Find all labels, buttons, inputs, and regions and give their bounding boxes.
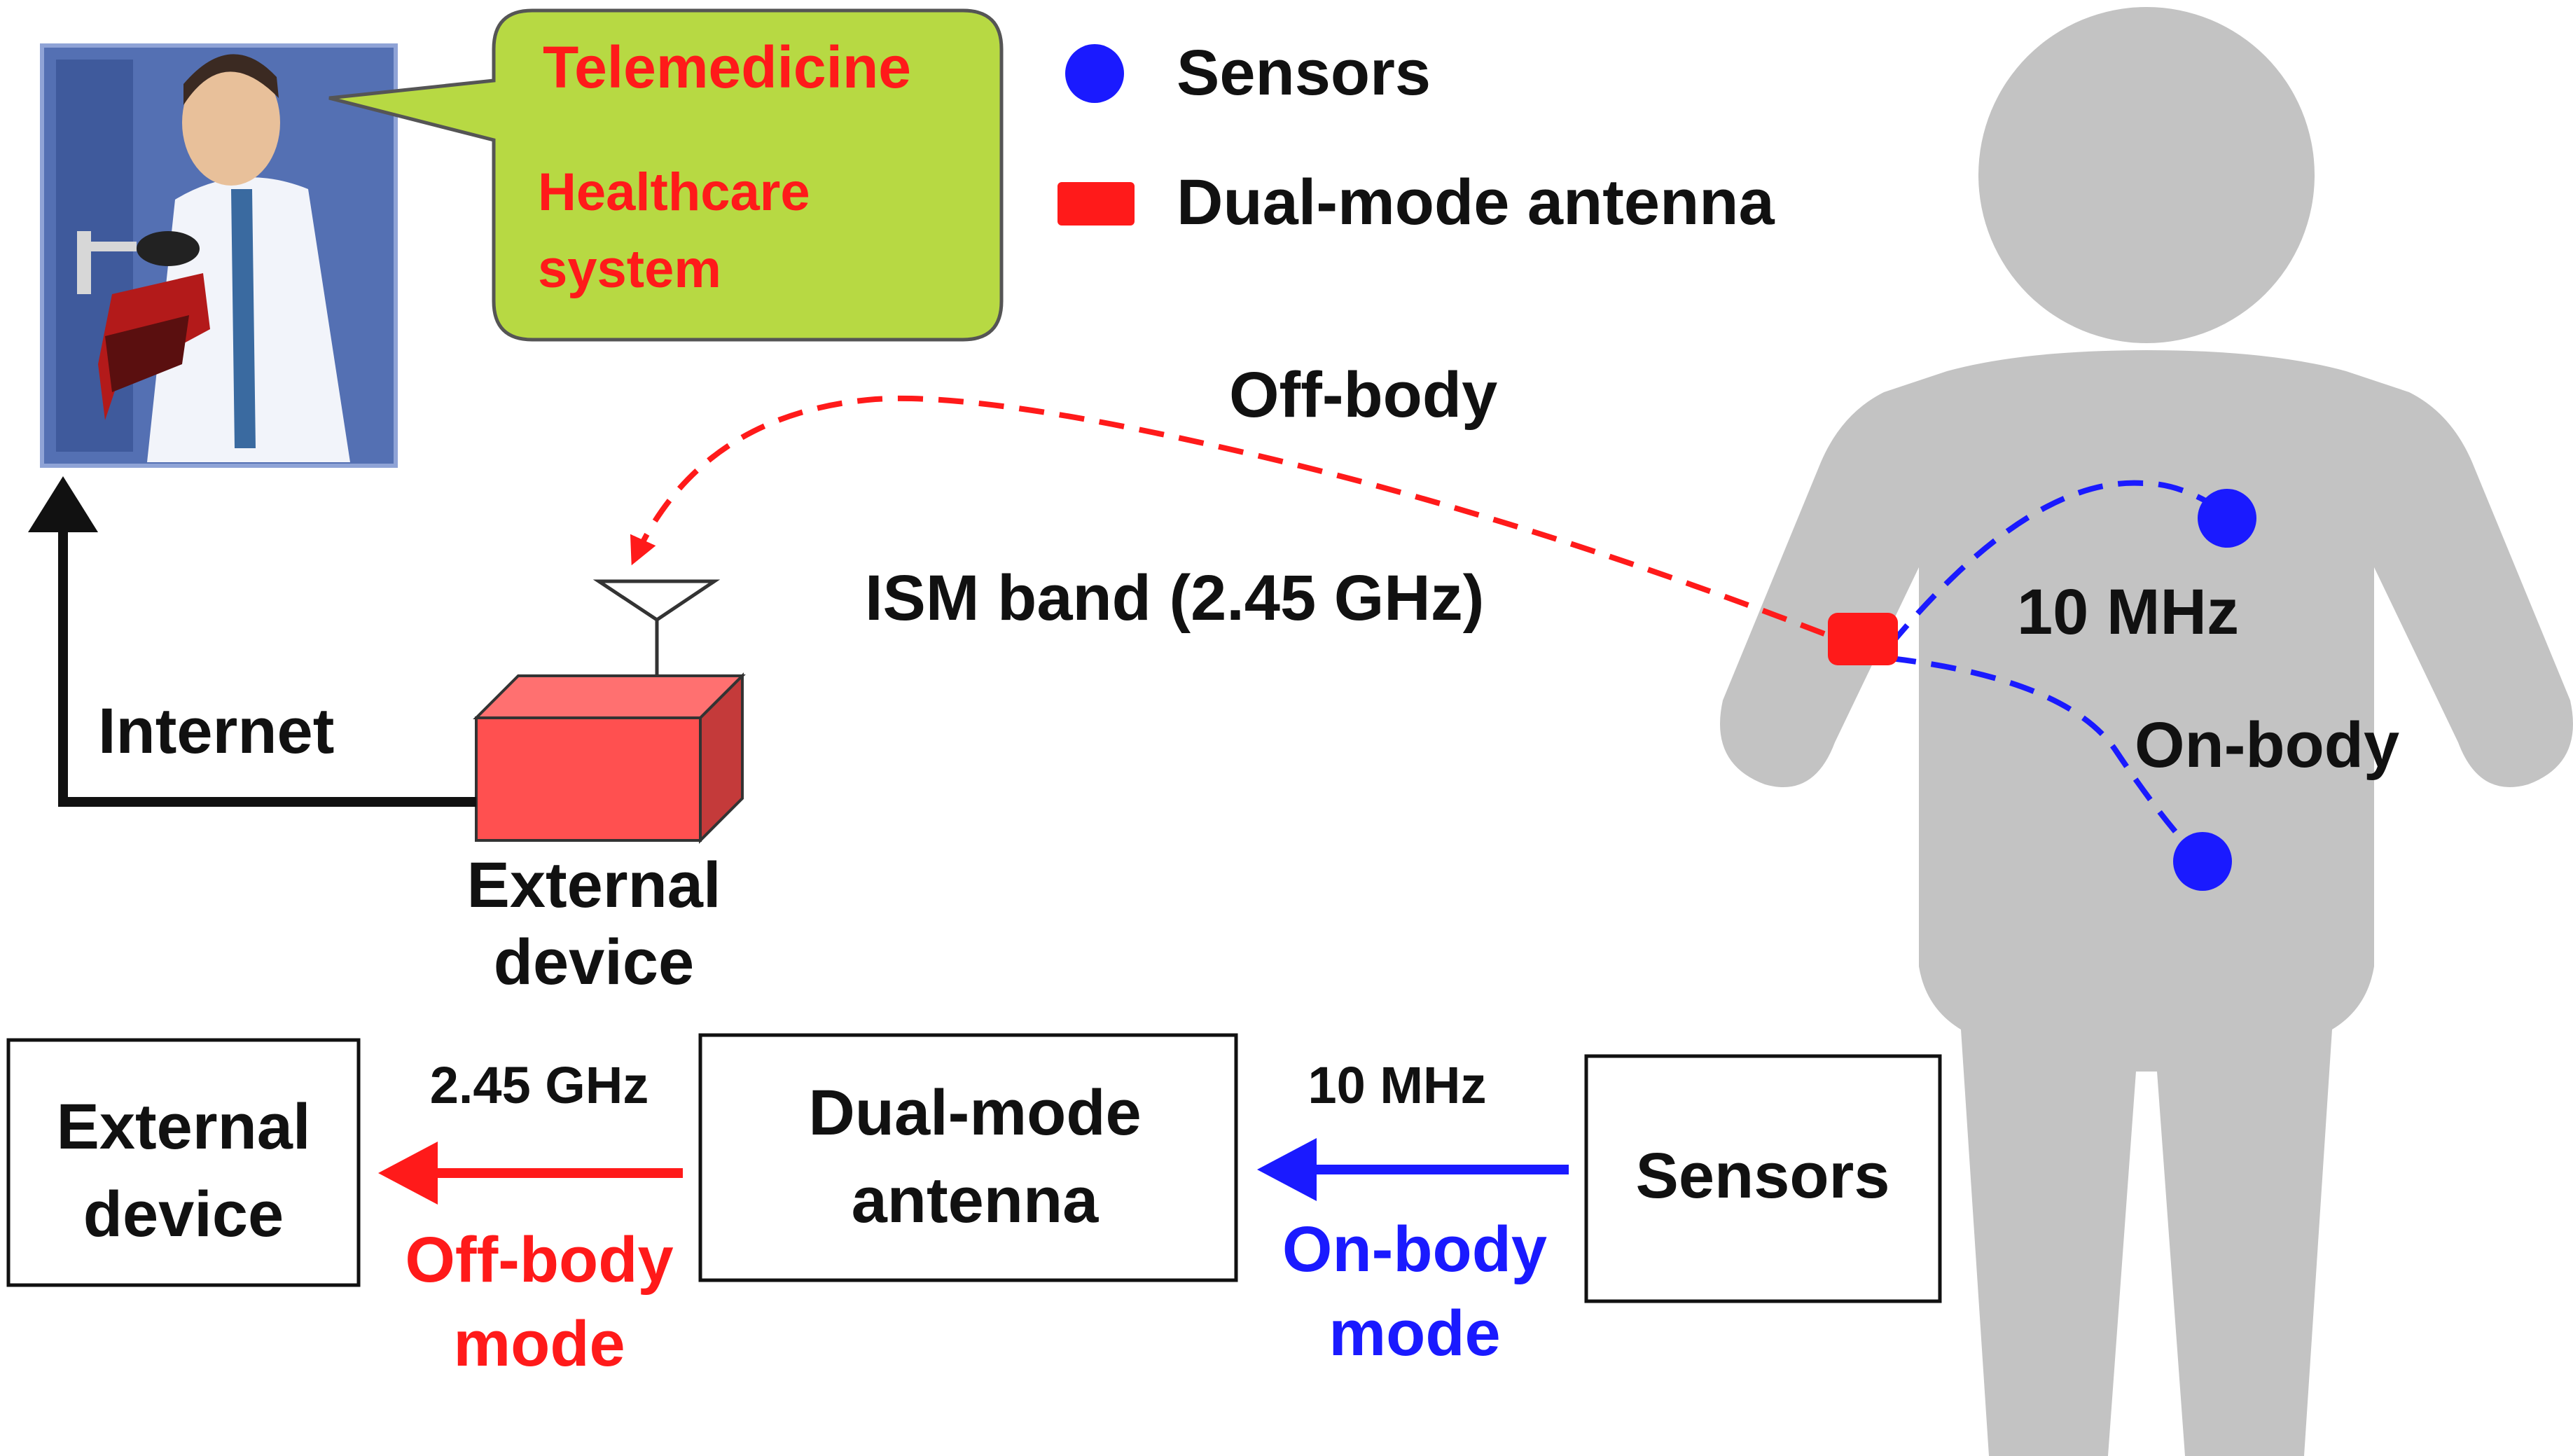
flow-sensors-label: Sensors [1635, 1140, 1889, 1212]
human-body-silhouette [1720, 7, 2573, 1456]
flow-antenna-line2: antenna [852, 1165, 1100, 1236]
external-device-label-1: External [466, 850, 721, 921]
body-dual-mode-antenna [1828, 613, 1898, 665]
antenna-legend-swatch [1057, 182, 1135, 226]
flow-box-external-device [6, 1038, 361, 1287]
flow-on-mode-line2: mode [1329, 1298, 1500, 1369]
flow-external-line2: device [83, 1179, 284, 1250]
telemedicine-speech-bubble: Telemedicine Healthcare system [328, 8, 1004, 342]
external-device-box: External device [466, 579, 746, 998]
flow-freq-off: 2.45 GHz [430, 1056, 649, 1114]
sensor-legend-dot [1065, 44, 1124, 103]
legend-antenna-label: Dual-mode antenna [1177, 167, 1775, 238]
bubble-line1: Healthcare [538, 162, 810, 222]
flow-off-mode-line1: Off-body [405, 1224, 673, 1296]
flow-on-mode-line1: On-body [1282, 1214, 1547, 1285]
legend-sensors-label: Sensors [1177, 37, 1431, 109]
sensor-chest [2198, 489, 2256, 548]
on-body-links: 10 MHz On-body [1828, 480, 2399, 891]
external-device-label-2: device [494, 927, 694, 998]
off-body-label: Off-body [1229, 359, 1497, 431]
flow-diagram: External device Dual-mode antenna Sensor… [6, 1033, 1942, 1380]
flow-off-mode-line2: mode [453, 1308, 625, 1380]
internet-link: Internet [28, 476, 476, 807]
legend: Sensors Dual-mode antenna [1057, 37, 1775, 238]
bubble-line2: system [538, 240, 721, 299]
off-body-link: Off-body ISM band (2.45 GHz) [630, 359, 1826, 637]
freq-10mhz-label: 10 MHz [2017, 576, 2239, 648]
flow-antenna-line1: Dual-mode [808, 1077, 1141, 1149]
bubble-title: Telemedicine [543, 34, 911, 100]
sensor-abdomen [2173, 832, 2232, 891]
ism-band-label: ISM band (2.45 GHz) [865, 562, 1484, 634]
flow-box-dual-mode-antenna [698, 1033, 1238, 1282]
flow-external-line1: External [56, 1091, 310, 1163]
doctor-illustration [40, 43, 398, 468]
on-body-label: On-body [2135, 709, 2399, 781]
flow-box-sensors [1584, 1054, 1942, 1303]
internet-label: Internet [98, 695, 334, 767]
flow-freq-on: 10 MHz [1308, 1056, 1487, 1114]
